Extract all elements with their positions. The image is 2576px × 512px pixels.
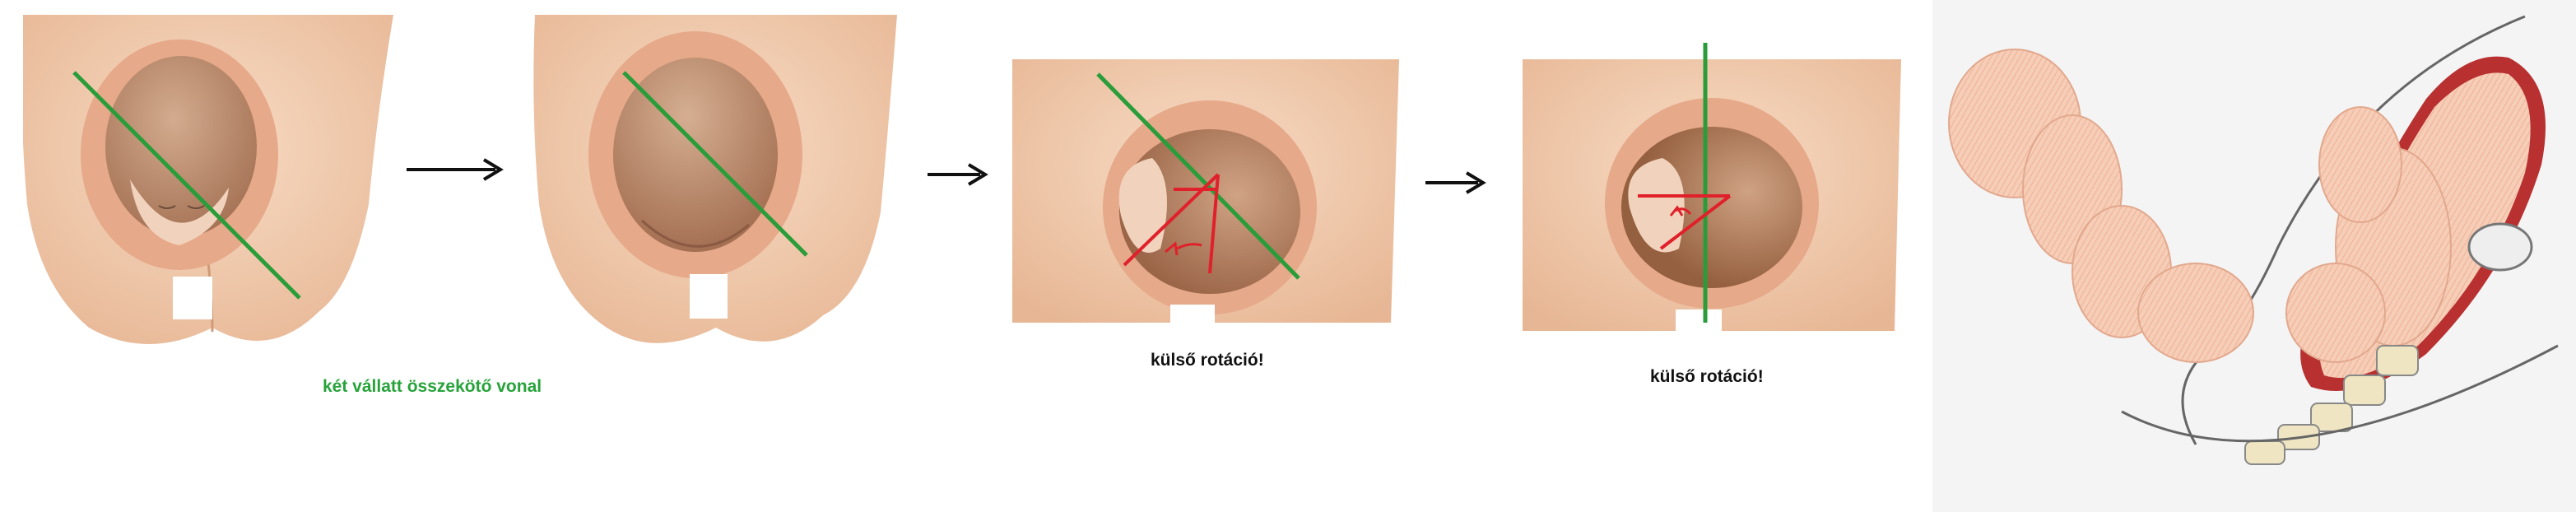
rotation-marks bbox=[1123, 173, 1220, 274]
baby-body bbox=[2285, 106, 2452, 363]
anus-marker bbox=[1676, 310, 1722, 339]
panel-3-illustration bbox=[1012, 59, 1399, 339]
baby-head bbox=[1119, 129, 1300, 294]
caption-external-rotation-1: külső rotáció! bbox=[1151, 351, 1264, 370]
panel-3-external-rotation bbox=[1012, 43, 1399, 339]
anus-marker bbox=[690, 274, 728, 319]
baby-eyes bbox=[158, 205, 205, 209]
anus-marker bbox=[1170, 305, 1215, 339]
abdomen-outline bbox=[2181, 15, 2526, 445]
shoulder-line bbox=[622, 71, 808, 257]
shoulder-line bbox=[1096, 72, 1300, 280]
baby-head bbox=[613, 58, 778, 252]
baby-chin bbox=[640, 219, 750, 248]
baby-face bbox=[1628, 158, 1685, 253]
caption-shoulder-line: két vállatt összekötő vonal bbox=[323, 377, 542, 396]
panel-1-head-delivery bbox=[23, 15, 393, 369]
back-outline bbox=[2121, 344, 2559, 443]
panel-2-head-delivery bbox=[527, 15, 905, 369]
rotation-marks bbox=[1638, 194, 1732, 250]
delivered-baby bbox=[1948, 49, 2254, 363]
pubic-bone bbox=[2467, 222, 2533, 272]
baby-face bbox=[1118, 158, 1167, 253]
long-right-arrow-icon bbox=[928, 163, 988, 186]
caption-external-rotation-2: külső rotáció! bbox=[1650, 367, 1764, 386]
baby-head bbox=[105, 56, 257, 237]
anus-marker bbox=[173, 277, 212, 319]
panel-5-sagittal-section bbox=[1932, 0, 2576, 512]
panel-5-illustration bbox=[1948, 15, 2559, 465]
panel-1-illustration bbox=[23, 15, 393, 344]
shoulder-line bbox=[72, 71, 301, 300]
panel-4-illustration bbox=[1523, 43, 1901, 339]
long-right-arrow-icon bbox=[407, 158, 504, 181]
panel-2-illustration bbox=[533, 15, 897, 343]
panel-4-external-rotation bbox=[1514, 43, 1901, 339]
long-right-arrow-icon bbox=[1425, 171, 1486, 194]
baby-face bbox=[130, 179, 229, 245]
